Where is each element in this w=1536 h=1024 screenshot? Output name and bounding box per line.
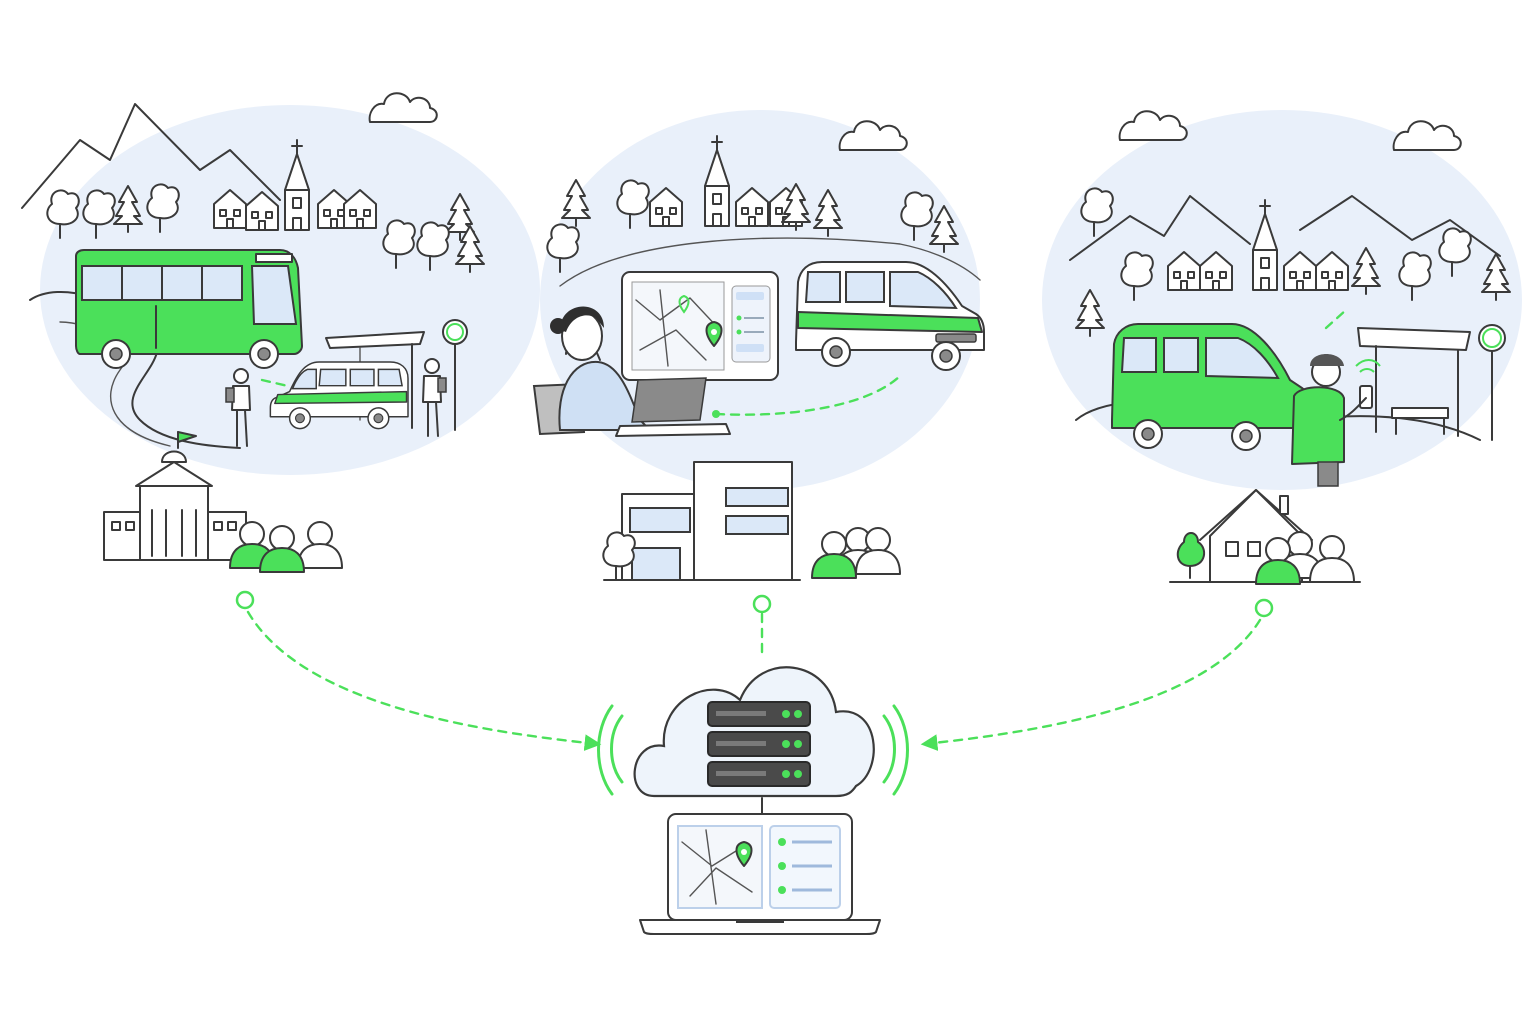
signal-right-outer-icon [892, 704, 909, 796]
driver-figure [1291, 354, 1373, 487]
signal-left-icon [610, 714, 624, 784]
scene-operator [532, 110, 985, 614]
bus-stop-sign-icon [1478, 324, 1506, 441]
connection-node [752, 594, 772, 614]
minivan-icon [795, 261, 985, 371]
list-item [778, 862, 832, 870]
route-link [1324, 308, 1348, 330]
cloud-decoration [838, 120, 908, 151]
office-building-icon [602, 461, 801, 581]
server-unit [707, 761, 811, 787]
scene-community [1042, 110, 1522, 618]
server-unit [707, 701, 811, 727]
bus-stop-sign-icon [442, 319, 468, 431]
connection-node [1254, 598, 1274, 618]
dispatch-link [714, 374, 902, 416]
connector-right [920, 618, 1262, 751]
laptop-icon [639, 813, 881, 935]
list-item [778, 838, 832, 846]
data-connectors [246, 610, 1262, 751]
hill-line [559, 237, 981, 287]
passenger-figure [422, 358, 447, 437]
dispatcher-figure [532, 306, 653, 436]
signal-icon [1355, 359, 1381, 373]
mountains [21, 103, 281, 209]
server-icon [707, 701, 811, 787]
bus-icon [75, 249, 303, 369]
list-item [778, 886, 832, 894]
cloud-server-hub [597, 666, 909, 798]
signal-left-outer-icon [597, 704, 614, 796]
people-group-icon [811, 527, 901, 579]
connection-node [235, 590, 255, 610]
people-group-icon [229, 521, 343, 573]
minivan-icon [1111, 323, 1309, 451]
people-group-icon [1255, 531, 1355, 585]
connection-node [712, 410, 720, 418]
signal-right-icon [882, 714, 896, 784]
map-dashboard-monitor [621, 271, 779, 381]
server-unit [707, 731, 811, 757]
scene-municipality [21, 92, 540, 610]
bus-shelter [1357, 327, 1471, 437]
map-pin-icon [678, 294, 723, 347]
cloud-decoration [368, 92, 438, 123]
route-link [260, 378, 290, 388]
connector-left [246, 610, 602, 751]
laptop-icon [615, 377, 731, 437]
scene-backdrop [1042, 110, 1522, 490]
passenger-figure [225, 368, 251, 447]
